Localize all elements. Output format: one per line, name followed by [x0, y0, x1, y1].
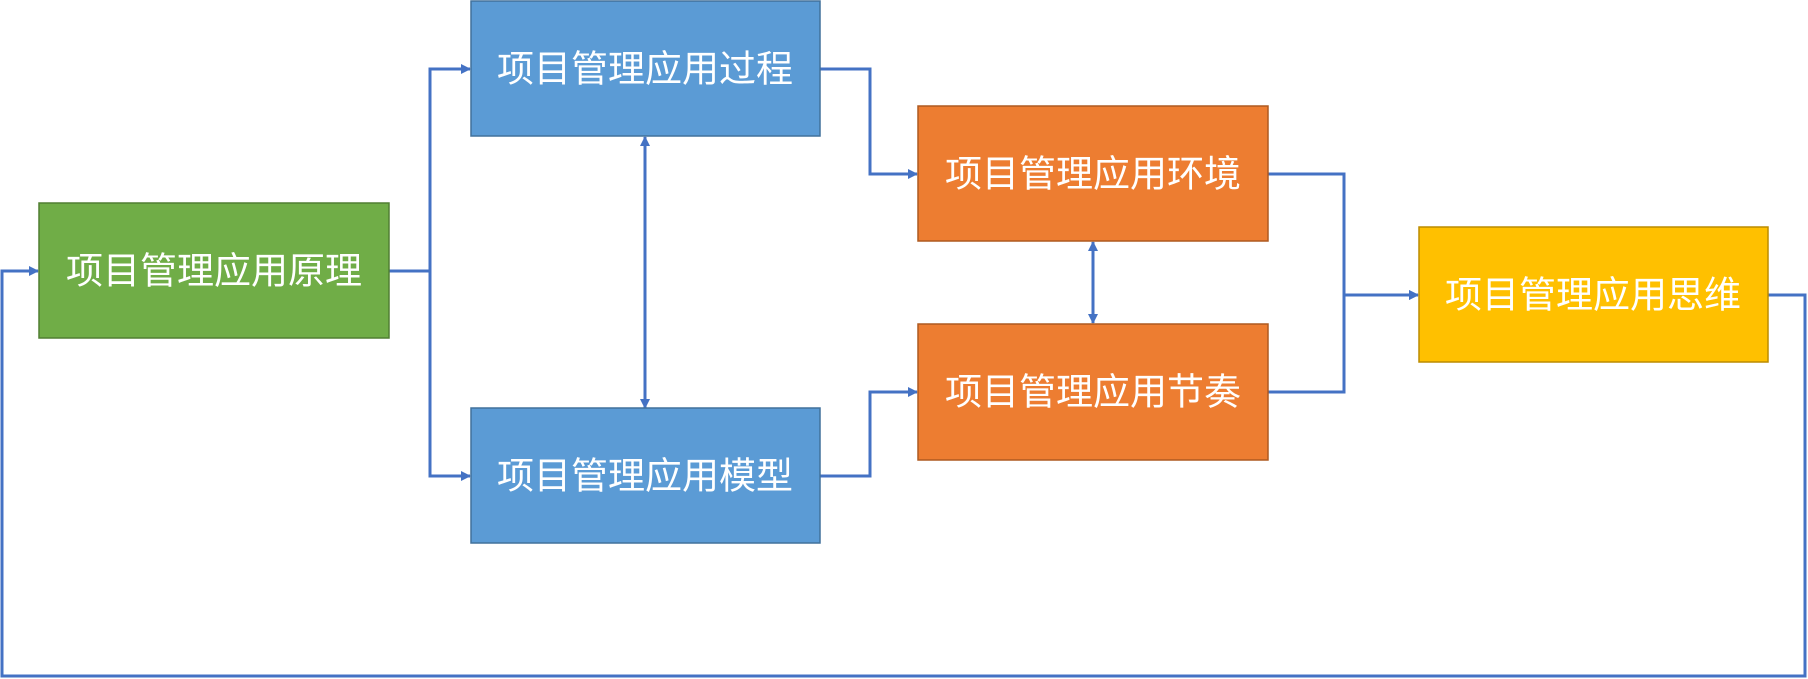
connector-process-to-environment [820, 67, 918, 179]
connector-principle-to-model [389, 269, 471, 481]
node-environment-label: 项目管理应用环境 [945, 153, 1241, 196]
connector-thinking-to-principle-feedback [0, 266, 1807, 678]
node-process: 项目管理应用过程 [470, 0, 821, 137]
connector-principle-to-process [389, 64, 471, 273]
node-rhythm-label: 项目管理应用节奏 [945, 371, 1241, 414]
node-rhythm-box [917, 323, 1269, 461]
node-model-box [470, 407, 821, 544]
node-environment: 项目管理应用环境 [917, 105, 1269, 242]
node-rhythm: 项目管理应用节奏 [917, 323, 1269, 461]
node-principle: 项目管理应用原理 [38, 202, 390, 339]
node-process-box [470, 0, 821, 137]
node-principle-label: 项目管理应用原理 [66, 250, 362, 293]
connector-environment-to-thinking [1268, 172, 1419, 300]
node-thinking: 项目管理应用思维 [1418, 226, 1769, 363]
node-thinking-box [1418, 226, 1769, 363]
node-model: 项目管理应用模型 [470, 407, 821, 544]
node-thinking-label: 项目管理应用思维 [1445, 274, 1741, 317]
node-principle-box [38, 202, 390, 339]
connector-model-to-rhythm [820, 387, 918, 478]
connector-rhythm-to-thinking [1268, 290, 1419, 394]
node-model-label: 项目管理应用模型 [497, 455, 793, 498]
node-process-label: 项目管理应用过程 [497, 48, 793, 91]
connectors [0, 64, 1807, 678]
node-environment-box [917, 105, 1269, 242]
